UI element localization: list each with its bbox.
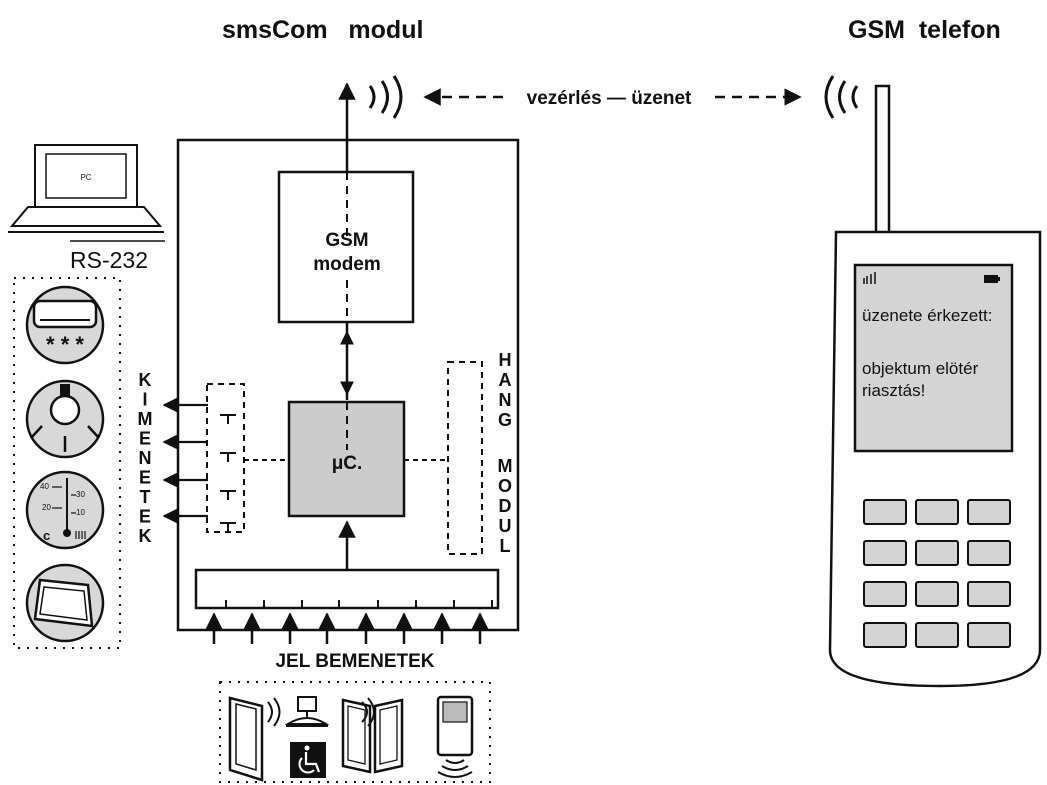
sound-module-block	[447, 361, 483, 555]
svg-text:* * *: * * *	[46, 332, 84, 357]
pc-screen-label: PC	[80, 173, 91, 182]
wheelchair-icon	[290, 742, 326, 778]
sound-label-letter: A	[499, 370, 512, 390]
motion-detector-icon	[284, 696, 330, 727]
sound-label-letter: H	[499, 350, 512, 370]
outputs-label-letter: K	[139, 526, 152, 546]
outputs-label-letter: E	[139, 429, 151, 449]
pir-sensor-icon	[436, 695, 474, 778]
phone-screen-line-2: objektum elötér	[862, 359, 979, 378]
sound-label-letter: D	[499, 496, 512, 516]
relay-contacts	[220, 414, 236, 532]
modem-label-2: modem	[313, 254, 381, 275]
keypad-key	[915, 540, 959, 566]
double-door-icon	[341, 697, 404, 774]
phone-screen-line-3: riasztás!	[862, 381, 925, 400]
sound-label-letter: M	[498, 456, 513, 476]
lamp-icon	[25, 379, 105, 459]
keypad-key	[967, 540, 1011, 566]
keypad-key	[915, 622, 959, 648]
sound-label-letter: G	[498, 410, 512, 430]
phone-antenna	[874, 84, 891, 238]
phone-title: GSM telefon	[848, 16, 1001, 44]
battery-icon	[984, 275, 1000, 283]
gsm-phone	[828, 84, 1042, 688]
module-title: smsCom modul	[222, 16, 423, 44]
outputs-label-letter: K	[139, 370, 152, 390]
keypad-key	[967, 622, 1011, 648]
keypad-key	[863, 499, 907, 525]
inputs-label: JEL BEMENETEK	[275, 651, 434, 672]
smscom-module-box	[176, 138, 520, 632]
phone-keypad	[863, 499, 1011, 648]
input-arrows	[205, 612, 489, 644]
thermo-scale-c: c	[43, 528, 50, 543]
sound-label-letter: L	[500, 536, 511, 556]
keypad-key	[967, 581, 1011, 607]
outputs-label-letter: N	[139, 448, 152, 468]
sound-label-letter: O	[498, 476, 512, 496]
link-label: vezérlés — üzenet	[527, 88, 692, 109]
keypad-key	[863, 581, 907, 607]
outputs-label-letter: E	[139, 468, 151, 488]
relay-block	[206, 383, 245, 533]
output-devices-panel	[13, 277, 121, 649]
radio-waves-right-icon	[824, 75, 859, 119]
door-contact-icon	[228, 696, 281, 782]
signal-icon	[863, 272, 876, 284]
sound-label-letter: U	[499, 516, 512, 536]
mcu-label: μC.	[332, 453, 363, 474]
radio-waves-left-icon	[368, 75, 403, 119]
thermo-scale-30: 30	[76, 490, 85, 499]
thermo-scale-40: 40	[40, 482, 49, 491]
keypad-key	[915, 499, 959, 525]
phone-screen-line-1: üzenete érkezett:	[862, 306, 992, 325]
pc-icon	[8, 144, 165, 242]
keypad-key	[863, 540, 907, 566]
keypad-key	[863, 622, 907, 648]
thermo-scale-10: 10	[76, 508, 85, 517]
input-bar	[194, 568, 500, 610]
phone-screen	[853, 263, 1014, 453]
keypad-key	[915, 581, 959, 607]
rs232-label: RS-232	[70, 247, 148, 273]
output-arrows	[162, 397, 208, 524]
sound-label-letter: N	[499, 390, 512, 410]
outputs-label-letter: M	[138, 409, 153, 429]
outputs-label-letter: I	[142, 390, 147, 410]
thermo-scale-20: 20	[42, 503, 51, 512]
siren-icon: * * *	[25, 285, 105, 365]
outputs-label-letter: T	[140, 487, 151, 507]
window-icon	[25, 563, 105, 643]
modem-label-1: GSM	[325, 230, 368, 251]
keypad-key	[967, 499, 1011, 525]
thermostat-icon: 40 20 c 30 10	[25, 470, 105, 550]
outputs-label-letter: E	[139, 507, 151, 527]
input-devices-panel	[219, 681, 491, 783]
